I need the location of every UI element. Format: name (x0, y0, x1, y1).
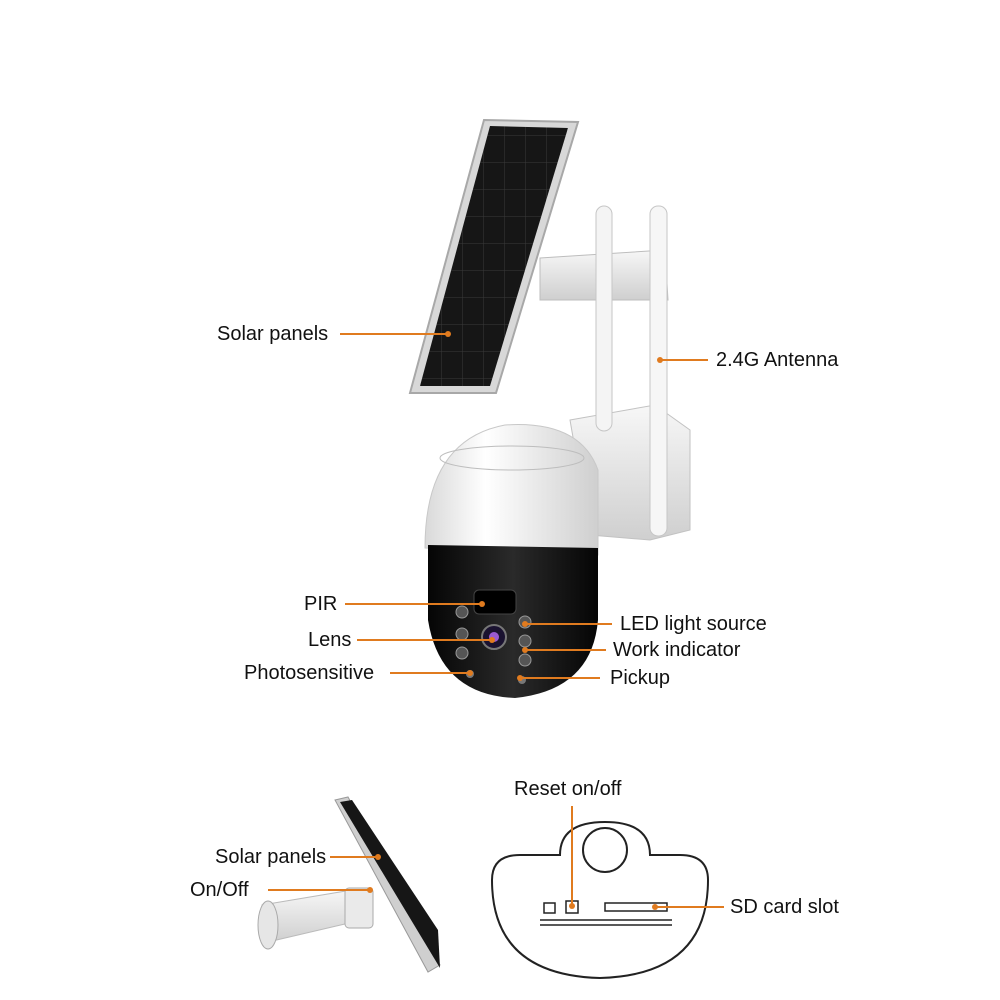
camera-dome (424, 424, 599, 698)
back-panel-outline (490, 820, 710, 980)
label-pickup: Pickup (610, 667, 671, 689)
label-antenna: 2.4G Antenna (716, 349, 839, 371)
side-view-illustration (257, 796, 441, 973)
label-work-indicator: Work indicator (613, 639, 741, 661)
leader-lines (268, 331, 724, 910)
antenna-right (649, 205, 668, 537)
label-side-solar-panels: Solar panels (215, 846, 327, 868)
solar-panel (408, 118, 580, 394)
label-on-off: On/Off (190, 879, 249, 901)
label-solar-panels: Solar panels (217, 323, 329, 345)
antenna-left (595, 205, 613, 432)
label-photosensitive: Photosensitive (244, 662, 375, 684)
label-lens: Lens (308, 629, 352, 651)
label-led-light-source: LED light source (620, 613, 767, 635)
label-pir: PIR (304, 593, 338, 615)
label-sd-card-slot: SD card slot (730, 896, 839, 918)
main-camera-illustration (408, 118, 691, 698)
label-reset: Reset on/off (514, 778, 622, 800)
